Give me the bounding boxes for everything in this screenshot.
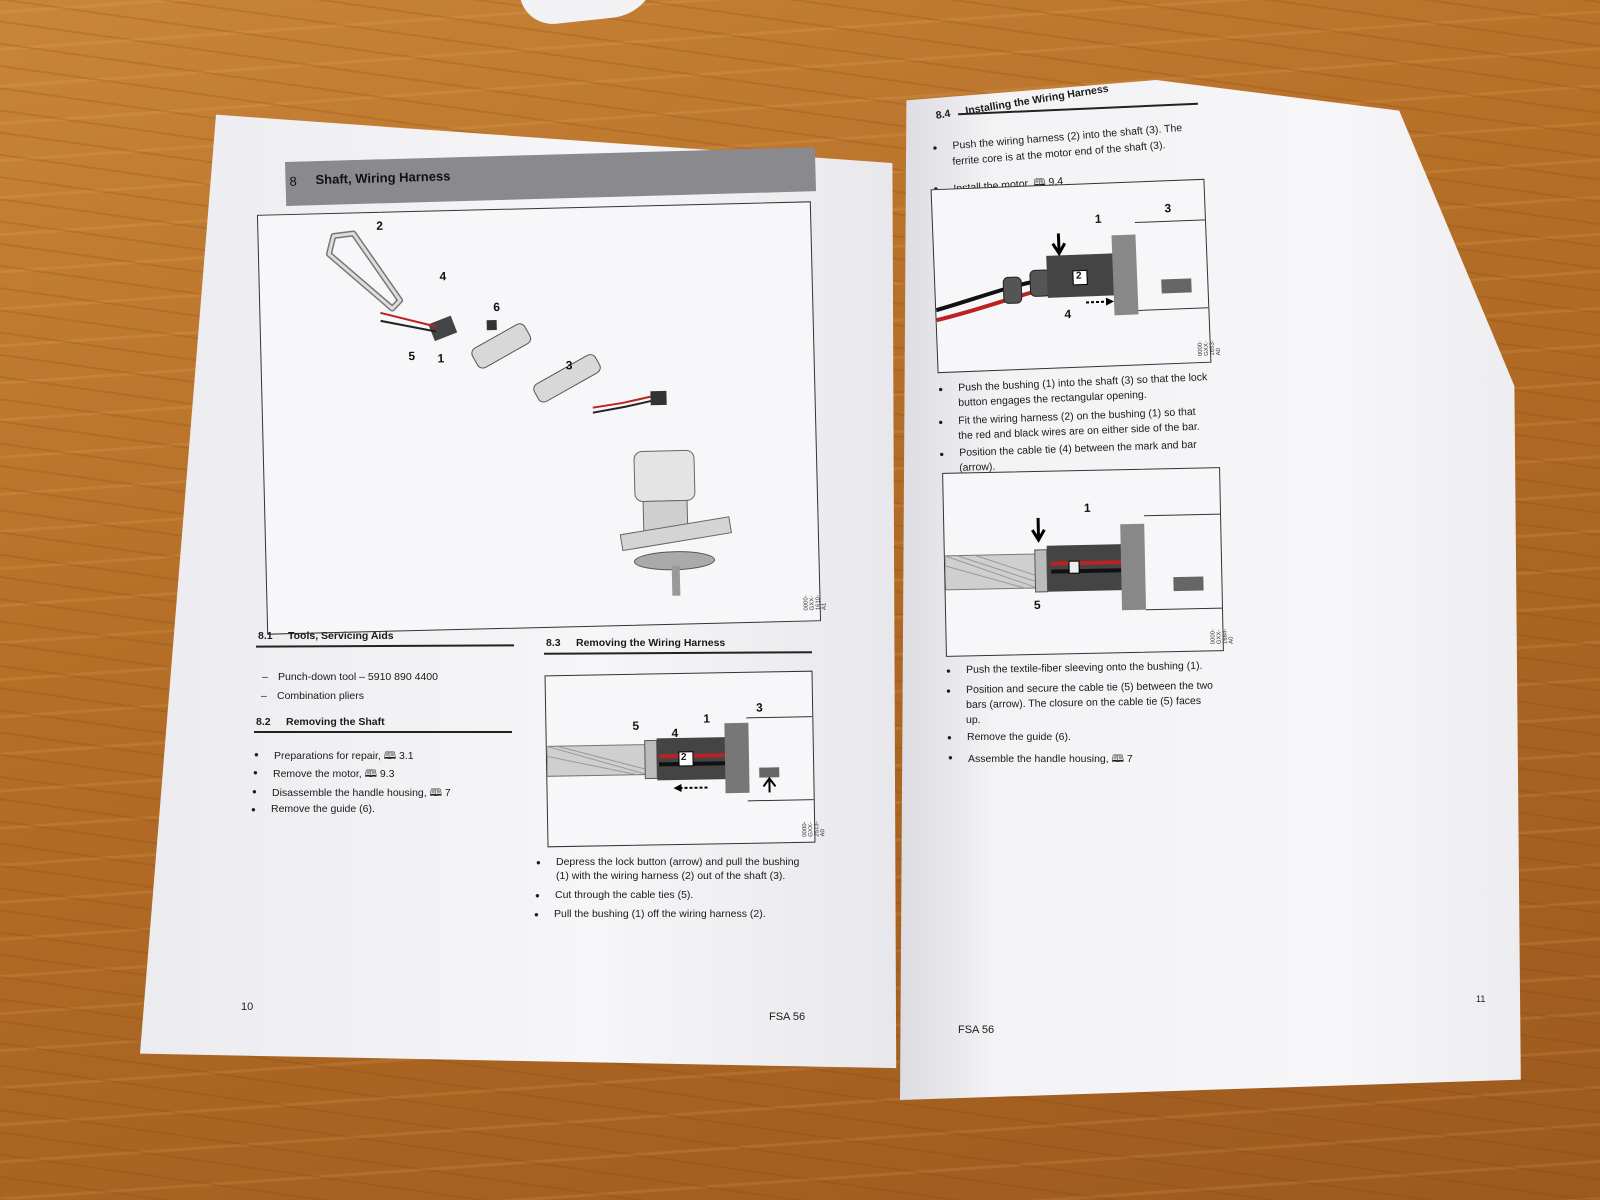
figure-callout: 3 xyxy=(1164,201,1172,216)
heading-8-1: 8.1 Tools, Servicing Aids xyxy=(258,630,394,642)
heading-rule xyxy=(254,731,512,733)
list-item: Assemble the handle housing, 🕮 7 xyxy=(948,751,1133,769)
heading-number: 8.3 xyxy=(546,637,561,649)
figure-callout: 2 xyxy=(680,751,687,763)
figure-code: 0000-GXX-1610-A1 xyxy=(803,594,828,611)
figure-callout: 1 xyxy=(1094,211,1102,227)
figure-code: 0000-GXX-1684-A0 xyxy=(1210,628,1235,645)
figure-callout: 2 xyxy=(1075,270,1082,282)
exploded-view-figure: 2 4 6 5 1 3 0000-GXX-1610-A1 xyxy=(256,201,828,635)
page-footer-model: FSA 56 xyxy=(769,1011,806,1023)
heading-number: 8.2 xyxy=(256,716,271,728)
heading-text: Removing the Shaft xyxy=(286,716,385,728)
figure-code: 0000-GXX-1653-A0 xyxy=(1197,340,1223,357)
page-number: 10 xyxy=(241,1001,254,1013)
figure-callout: 4 xyxy=(1064,307,1072,322)
harness-bushing-drawing xyxy=(935,219,1209,323)
figure-callout: 6 xyxy=(493,299,501,315)
figure-8-3: 5 4 1 3 2 0000-GXX-2513-A0 xyxy=(544,670,826,848)
list-item: Remove the guide (6). xyxy=(251,803,375,815)
heading-8-2: 8.2 Removing the Shaft xyxy=(256,716,385,728)
figure-callout: 5 xyxy=(408,349,416,364)
figure-callout: 3 xyxy=(565,358,573,373)
heading-number: 8.1 xyxy=(258,630,273,642)
figure-8-4-a: 1 3 2 4 0000-GXX-1653-A0 xyxy=(930,178,1222,374)
list-item: Depress the lock button (arrow) and pull… xyxy=(536,856,799,868)
figure-callout: 1 xyxy=(437,351,445,366)
figure-callout: 2 xyxy=(376,218,384,233)
figure-callout: 4 xyxy=(439,269,447,284)
bushing-drawing xyxy=(546,716,814,802)
section-number: 8 xyxy=(289,173,297,189)
page-footer-model: FSA 56 xyxy=(958,1024,995,1036)
list-item: Cut through the cable ties (5). xyxy=(535,889,693,901)
list-item: Preparations for repair, 🕮 3.1 xyxy=(254,748,414,766)
section-title: Shaft, Wiring Harness xyxy=(315,168,451,188)
list-item: Punch-down tool – 5910 890 4400 xyxy=(262,671,438,683)
figure-code: 0000-GXX-2513-A0 xyxy=(802,821,827,837)
page-number: 11 xyxy=(1476,994,1486,1004)
figure-callout: 1 xyxy=(1083,500,1091,515)
figure-callout: 4 xyxy=(671,726,679,741)
figure-8-4-b: 1 5 0000-GXX-1684-A0 xyxy=(942,467,1235,657)
exploded-view-drawing xyxy=(325,230,733,596)
heading-text: Tools, Servicing Aids xyxy=(288,630,394,642)
figure-callout: 3 xyxy=(755,700,763,715)
list-item-continued: (1) with the wiring harness (2) out of t… xyxy=(556,870,786,882)
list-item: Disassemble the handle housing, 🕮 7 xyxy=(252,785,451,803)
list-item: Pull the bushing (1) off the wiring harn… xyxy=(534,908,766,920)
figure-callout: 5 xyxy=(1033,597,1041,613)
heading-text: Removing the Wiring Harness xyxy=(576,637,726,649)
list-item: Combination pliers xyxy=(261,690,364,702)
list-item: Remove the motor, 🕮 9.3 xyxy=(253,766,394,784)
figure-callout: 1 xyxy=(703,711,711,726)
list-item-continued: up. xyxy=(966,714,981,726)
figure-callout: 5 xyxy=(632,718,640,733)
sleeving-bushing-drawing xyxy=(944,513,1223,611)
list-item: Remove the guide (6). xyxy=(947,731,1071,743)
heading-8-3: 8.3 Removing the Wiring Harness xyxy=(546,637,725,649)
